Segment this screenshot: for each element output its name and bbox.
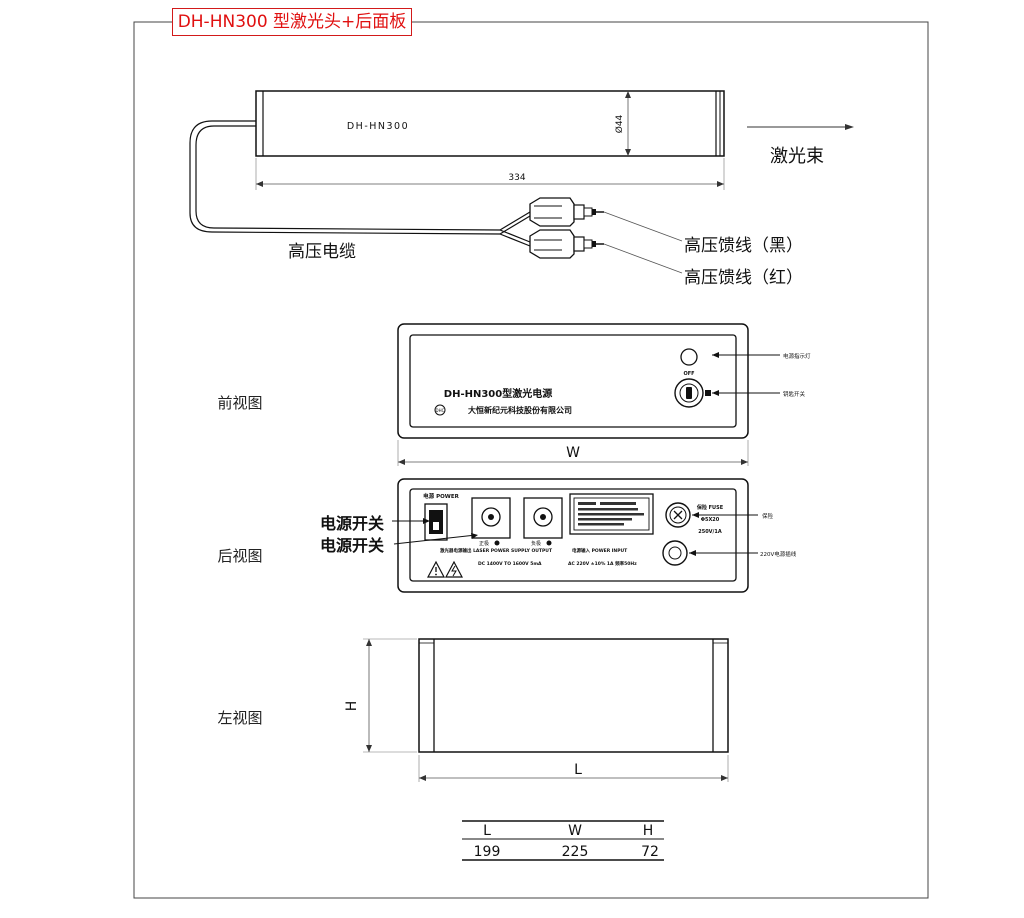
rear-view-label: 后视图 (217, 547, 262, 565)
side-view-group: 左视图 H L (217, 638, 729, 782)
lead-red-label: 高压馈线（红） (684, 268, 803, 288)
power-switch-label: 电源 POWER (423, 492, 459, 500)
table-value-l: 199 (474, 844, 501, 860)
key-switch-off-label: OFF (683, 371, 694, 377)
indicator-callout: 电源指示灯 (783, 352, 811, 360)
rear-view-group: 后视图 电源 POWER 正极 负极 保险 FUSE Φ5X20 (217, 478, 797, 593)
cable-label: 高压电缆 (288, 242, 356, 262)
table-header-w: W (568, 823, 582, 839)
dimensions-table: L W H 199 225 72 (462, 820, 664, 861)
power-switch-callout-1: 电源开关 (320, 514, 384, 533)
lead-black-label: 高压馈线（黑） (684, 236, 803, 256)
laser-length-label: 334 (508, 173, 525, 183)
table-value-w: 225 (562, 844, 589, 860)
drawing-frame (133, 21, 929, 899)
output-negative-label: 负极 (531, 540, 541, 547)
side-body (418, 638, 729, 753)
page-title: DH-HN300 型激光头+后面板 (172, 8, 412, 36)
input-spec: AC 220V ±10% 1A 频率50Hz (568, 560, 637, 567)
table-value-h: 72 (641, 844, 659, 860)
beam-label: 激光束 (770, 146, 824, 167)
company-logo-text: DHC (436, 408, 445, 413)
high-voltage-warning-icon (445, 560, 463, 578)
output-spec: DC 1400V TO 1600V 5mA (478, 561, 542, 567)
front-panel-model: DH-HN300型激光电源 (444, 387, 552, 400)
fuse-callout: 保险 (762, 512, 774, 520)
front-view-label: 前视图 (217, 394, 262, 412)
fuse-rating: 250V/1A (698, 529, 722, 535)
output-title: 激光器电源输出 LASER POWER SUPPLY OUTPUT (440, 547, 553, 554)
height-dimension-label: H (344, 701, 360, 712)
company-logo-icon (434, 404, 446, 416)
input-title: 电源输入 POWER INPUT (572, 547, 628, 554)
warning-triangle-icon (427, 560, 445, 578)
power-indicator-light (680, 348, 698, 366)
laser-diameter-label: Ø44 (614, 114, 625, 133)
front-view-group: 前视图 DH-HN300型激光电源 DHC 大恒新纪元科技股份有限公司 电源指示… (217, 323, 811, 466)
red-lead-connector (529, 229, 604, 259)
width-dimension-label: W (566, 445, 580, 461)
laser-tube-body (255, 90, 725, 157)
length-dimension-label: L (574, 762, 582, 778)
table-header-l: L (483, 823, 491, 839)
power-switch-callout-2: 电源开关 (320, 536, 384, 555)
side-view-label: 左视图 (217, 709, 262, 727)
table-header-h: H (643, 823, 654, 839)
key-slot-icon (686, 387, 692, 399)
front-panel-inner (409, 334, 737, 428)
hv-cable (189, 120, 501, 235)
laser-model-label: DH-HN300 (347, 121, 409, 132)
laser-head-group: DH-HN300 Ø44 334 激光束 高压电缆 (189, 90, 854, 288)
fuse-type: Φ5X20 (701, 517, 720, 523)
black-lead-connector (529, 197, 604, 227)
power-cord-callout: 220V电源插线 (760, 550, 797, 558)
fuse-label: 保险 FUSE (696, 504, 724, 511)
output-positive-label: 正极 (479, 540, 489, 547)
front-panel-company: 大恒新纪元科技股份有限公司 (468, 405, 572, 415)
key-callout: 钥匙开关 (783, 390, 806, 398)
beam-arrow-icon (845, 124, 854, 130)
fuse-cross-icon (673, 510, 683, 520)
